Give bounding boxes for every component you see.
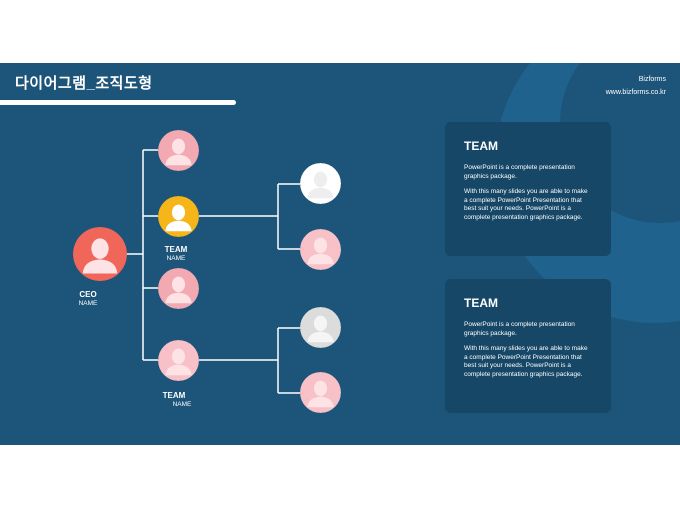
ceo-role: CEO — [79, 290, 97, 299]
team-top-role: TEAM — [164, 245, 188, 254]
person-icon — [158, 340, 199, 381]
person-icon — [300, 229, 341, 270]
person-icon — [300, 372, 341, 413]
team-top-name: NAME — [166, 255, 186, 262]
team-bottom-avatar — [158, 340, 199, 381]
org-connector-lines — [126, 149, 300, 394]
member-avatar — [300, 307, 341, 348]
card-paragraph: With this many slides you are able to ma… — [464, 345, 588, 378]
team-info-card: TEAM PowerPoint is a complete presentati… — [445, 122, 611, 256]
card-body: PowerPoint is a complete presentation gr… — [464, 164, 592, 230]
slide: 다이어그램_조직도형 Bizforms www.bizforms.co.kr — [0, 63, 680, 445]
card-paragraph: With this many slides you are able to ma… — [464, 188, 588, 221]
person-icon — [73, 227, 127, 281]
person-icon — [300, 307, 341, 348]
team-top-label: TEAM NAME — [152, 245, 200, 262]
title-underline — [0, 100, 236, 105]
team-info-card: TEAM PowerPoint is a complete presentati… — [445, 279, 611, 413]
ceo-label: CEO NAME — [60, 290, 116, 307]
member-avatar — [300, 163, 341, 204]
member-avatar — [300, 372, 341, 413]
card-title: TEAM — [464, 139, 498, 153]
member-avatar — [300, 229, 341, 270]
ceo-avatar — [73, 227, 127, 281]
person-icon — [158, 130, 199, 171]
card-body: PowerPoint is a complete presentation gr… — [464, 321, 592, 387]
slide-title: 다이어그램_조직도형 — [15, 75, 153, 92]
member-avatar — [158, 130, 199, 171]
member-avatar — [158, 268, 199, 309]
card-title: TEAM — [464, 296, 498, 310]
team-bottom-name: NAME — [172, 401, 192, 408]
brand-name: Bizforms — [638, 76, 666, 83]
card-paragraph: PowerPoint is a complete presentation gr… — [464, 164, 575, 180]
team-bottom-role: TEAM — [162, 391, 186, 400]
team-bottom-label: TEAM NAME — [150, 391, 198, 408]
brand-block: Bizforms www.bizforms.co.kr — [606, 73, 666, 99]
team-top-avatar — [158, 196, 199, 237]
person-icon — [158, 196, 199, 237]
person-icon — [158, 268, 199, 309]
person-icon — [300, 163, 341, 204]
ceo-name: NAME — [78, 300, 98, 307]
brand-url: www.bizforms.co.kr — [605, 89, 666, 96]
card-paragraph: PowerPoint is a complete presentation gr… — [464, 321, 575, 337]
